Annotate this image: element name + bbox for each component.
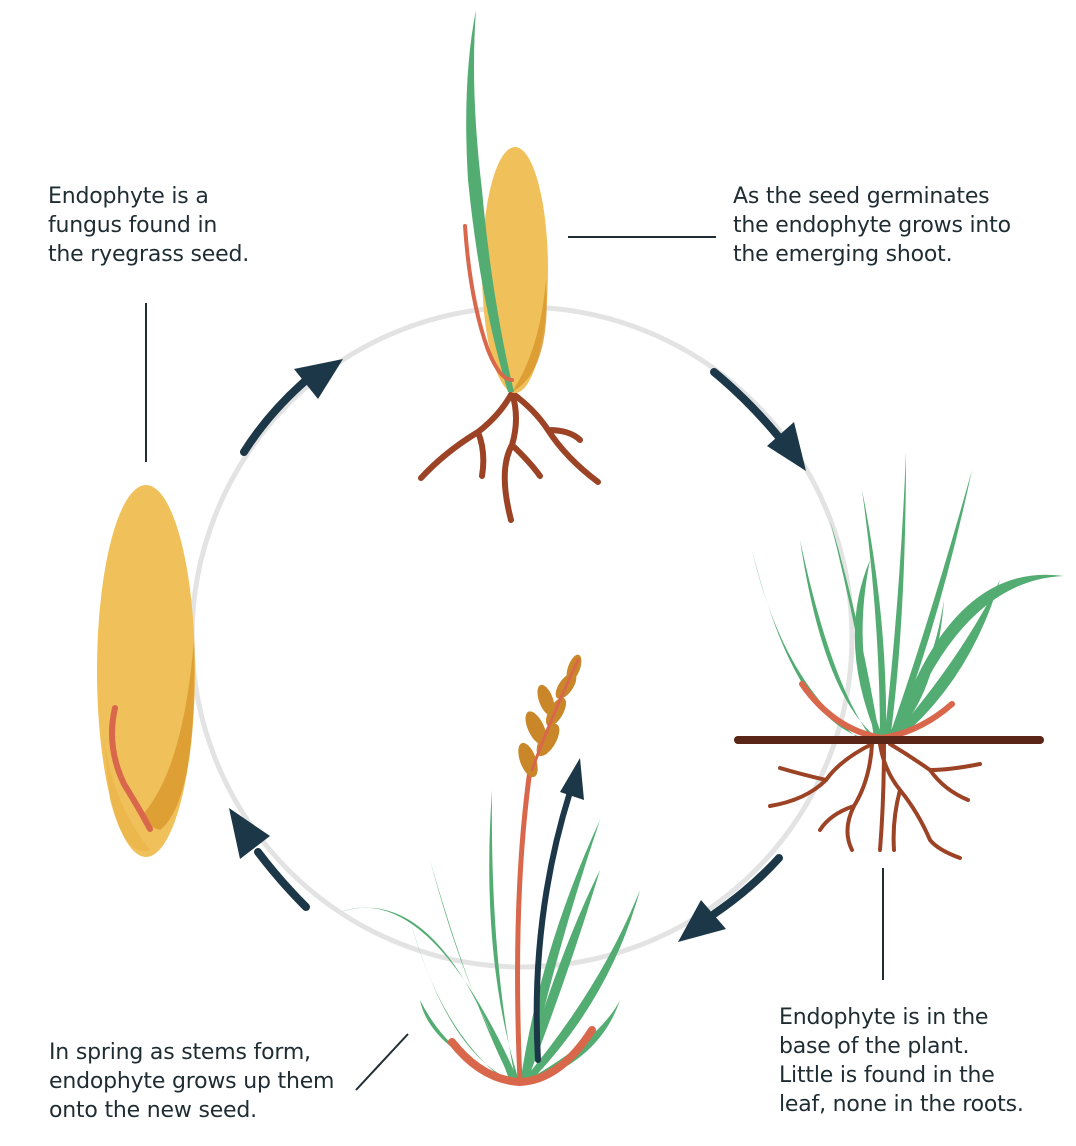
cycle-arrow-germination-to-plant xyxy=(714,372,806,471)
flowering-plant xyxy=(340,653,640,1084)
established-plant xyxy=(738,452,1064,858)
caption-line: Endophyte is in the xyxy=(779,1003,1024,1032)
cycle-arrow-stems-to-seed xyxy=(229,808,306,907)
caption-line: As the seed germinates xyxy=(733,182,1011,211)
plant-roots xyxy=(770,744,980,858)
caption-base: Endophyte is in the base of the plant. L… xyxy=(779,1003,1024,1119)
caption-germination: As the seed germinates the endophyte gro… xyxy=(733,182,1011,269)
caption-seed: Endophyte is a fungus found in the ryegr… xyxy=(48,182,249,269)
caption-line: In spring as stems form, xyxy=(49,1038,334,1067)
ryegrass-seed xyxy=(97,485,195,857)
stem-growth-arrowhead xyxy=(560,758,584,800)
germinating-seed xyxy=(421,10,598,520)
caption-line: the ryegrass seed. xyxy=(48,240,249,269)
caption-line: endophyte grows up them xyxy=(49,1067,334,1096)
caption-line: Endophyte is a xyxy=(48,182,249,211)
caption-line: base of the plant. xyxy=(779,1032,1024,1061)
caption-line: Little is found in the xyxy=(779,1061,1024,1090)
caption-line: leaf, none in the roots. xyxy=(779,1090,1024,1119)
seed-head-stem xyxy=(532,660,578,770)
flower-stem xyxy=(518,770,530,1082)
caption-line: onto the new seed. xyxy=(49,1096,334,1125)
germination-roots xyxy=(421,393,598,520)
connector-spring xyxy=(356,1034,408,1090)
caption-spring: In spring as stems form, endophyte grows… xyxy=(49,1038,334,1125)
caption-line: the emerging shoot. xyxy=(733,240,1011,269)
cycle-arrow-plant-to-stems xyxy=(678,858,779,942)
caption-line: the endophyte grows into xyxy=(733,211,1011,240)
caption-line: fungus found in xyxy=(48,211,249,240)
